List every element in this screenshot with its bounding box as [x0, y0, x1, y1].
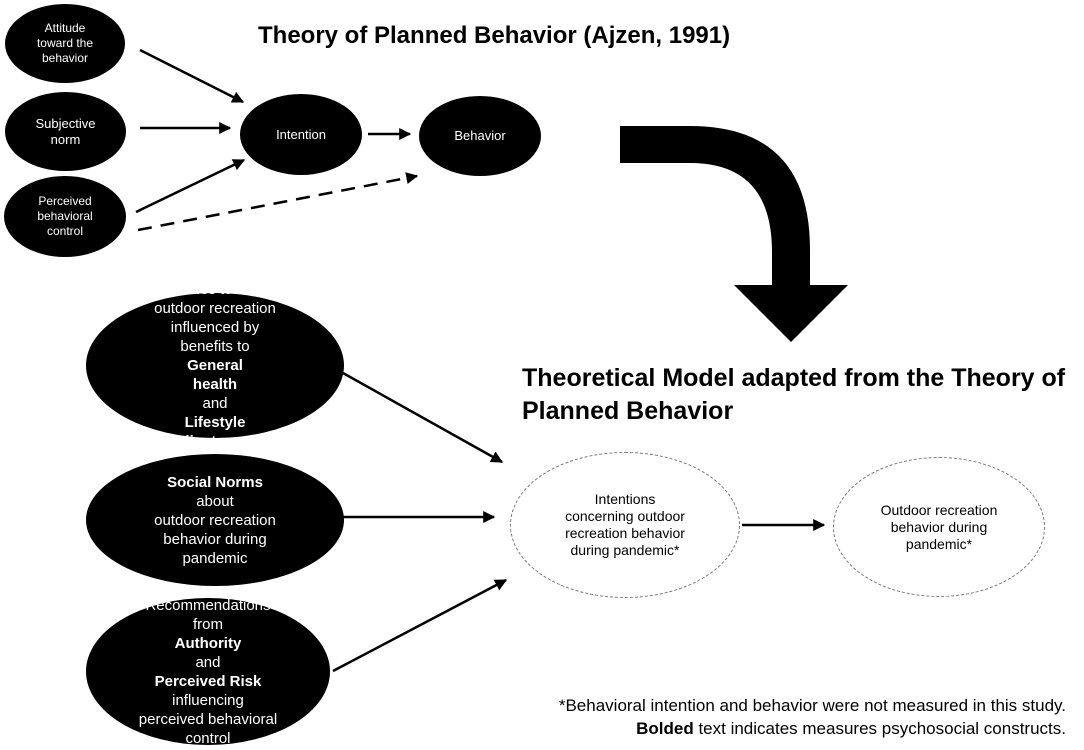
- bold-construct-text: Perceived Risk: [154, 672, 262, 690]
- node-text-segment: Attitudes towards: [157, 281, 273, 298]
- node-text-segment: about: [196, 492, 234, 510]
- node-text-segment: and: [202, 395, 228, 412]
- node-pbc-line: Perceived: [38, 194, 92, 208]
- node-attitudes-text: Attitudes towards outdoor recreation influ…: [154, 280, 276, 451]
- adapted-title-line: Theoretical Model adapted from the: [522, 364, 945, 392]
- node-text-segment: outdoor recreation: [154, 511, 276, 529]
- node-text-line: control: [139, 729, 277, 748]
- bold-construct-text: Social Norms: [167, 473, 263, 491]
- node-outdoor-behavior-line: Outdoor recreation: [880, 501, 998, 518]
- node-attitude: Attitude toward the behavior: [5, 4, 125, 83]
- bold-construct-text: Lifestyle: [184, 414, 246, 431]
- node-subjective-norm-line: norm: [50, 131, 81, 147]
- node-text-line: benefits to General: [154, 337, 276, 375]
- node-text-line: health and Lifestyle: [154, 375, 276, 432]
- node-text-segment: Recommendations: [145, 596, 271, 614]
- arrow-pbc-to-behavior-dashed: [137, 172, 419, 232]
- arrow-pbc-to-intention: [135, 158, 246, 214]
- node-perceived-behavioral-control: Perceived behavioral control: [4, 176, 126, 257]
- node-intention: Intention: [240, 94, 362, 175]
- node-text-segment: perceived behavioral: [138, 710, 278, 728]
- footnote-line-2-rest: text indicates measures psychosocial con…: [693, 719, 1066, 738]
- node-intentions-line: concerning outdoor: [565, 508, 685, 524]
- node-text-line: Recommendations: [139, 596, 277, 615]
- node-text-segment: pandemic: [182, 549, 248, 567]
- footnote-bold-word: Bolded: [636, 719, 694, 738]
- transition-curved-arrow: [620, 126, 848, 342]
- arrow-attitude-to-intention: [139, 48, 245, 104]
- node-behavior-label: Behavior: [454, 128, 506, 143]
- node-attitude-text: Attitude toward the behavior: [37, 21, 93, 66]
- arrow-recommendations-to-intentions: [332, 578, 508, 673]
- node-text-segment: benefits to: [180, 338, 250, 355]
- node-text-segment: from: [192, 615, 223, 633]
- node-text-line: perceived behavioral: [139, 710, 277, 729]
- node-subjective-norm-line: Subjective: [35, 115, 96, 131]
- node-attitude-line: behavior: [41, 51, 88, 65]
- adapted-title-line: Theory of Planned Behavior: [522, 364, 1066, 425]
- node-text-line: pandemic: [154, 549, 276, 568]
- node-text-segment: and: [195, 653, 221, 671]
- node-text-line: influenced by: [154, 318, 276, 337]
- arrow-attitudes-to-intentions: [342, 371, 504, 464]
- node-behavior: Behavior: [419, 96, 541, 176]
- bold-construct-text: Authority: [174, 634, 242, 652]
- node-attitude-line: toward the: [36, 36, 94, 50]
- node-outdoor-recreation-behavior: Outdoor recreation behavior during pande…: [833, 457, 1045, 597]
- top-model-title: Theory of Planned Behavior (Ajzen, 1991): [258, 22, 731, 49]
- footnote: *Behavioral intention and behavior were …: [559, 694, 1066, 740]
- adapted-model-title: Theoretical Model adapted from the Theor…: [522, 362, 1084, 428]
- node-pbc-text: Perceived behavioral control: [37, 194, 92, 239]
- node-subjective-norm: Subjective norm: [5, 92, 126, 171]
- node-attitudes-outdoor-recreation: Attitudes towards outdoor recreation influ…: [86, 281, 344, 450]
- node-intentions-line: recreation behavior: [565, 525, 685, 541]
- node-text-segment: behavior during: [163, 530, 267, 548]
- node-text-segment: outdoor recreation: [154, 300, 276, 317]
- node-intentions-text: Intentions concerning outdoor recreation…: [565, 491, 685, 559]
- node-outdoor-behavior-line: behavior during: [890, 518, 988, 535]
- node-intentions-outdoor-recreation: Intentions concerning outdoor recreation…: [510, 452, 740, 598]
- node-outdoor-behavior-text: Outdoor recreation behavior during pande…: [881, 502, 998, 553]
- node-text-segment: influenced by: [170, 319, 260, 336]
- node-intentions-line: during pandemic*: [570, 542, 680, 558]
- node-text-line: Perceived Risk: [139, 672, 277, 691]
- node-subjective-norm-text: Subjective norm: [36, 116, 96, 148]
- node-text-line: Social Norms about: [154, 473, 276, 511]
- node-intentions-line: Intentions: [594, 491, 656, 507]
- node-outdoor-behavior-line: pandemic*: [905, 535, 973, 552]
- footnote-line-2: Bolded text indicates measures psychosoc…: [559, 717, 1066, 740]
- node-text-line: outdoor recreation: [154, 511, 276, 530]
- node-attitude-line: Attitude: [44, 21, 86, 35]
- node-pbc-line: control: [46, 224, 84, 238]
- bold-construct-text: General: [187, 357, 243, 374]
- bold-construct-text: health: [192, 376, 238, 393]
- node-text-segment: influencing: [172, 691, 244, 709]
- node-intention-label: Intention: [276, 126, 326, 142]
- node-pbc-line: behavioral: [37, 209, 93, 223]
- footnote-line-1: *Behavioral intention and behavior were …: [558, 696, 1066, 715]
- node-text-segment: control: [185, 729, 231, 747]
- bold-construct-text: Adjustments: [169, 433, 261, 450]
- node-text-line: influencing: [139, 691, 277, 710]
- node-text-line: Attitudes towards: [154, 280, 276, 299]
- node-text-line: from Authority and: [139, 615, 277, 672]
- node-text-line: outdoor recreation: [154, 299, 276, 318]
- node-text-line: Adjustments: [154, 432, 276, 451]
- node-text-line: behavior during: [154, 530, 276, 549]
